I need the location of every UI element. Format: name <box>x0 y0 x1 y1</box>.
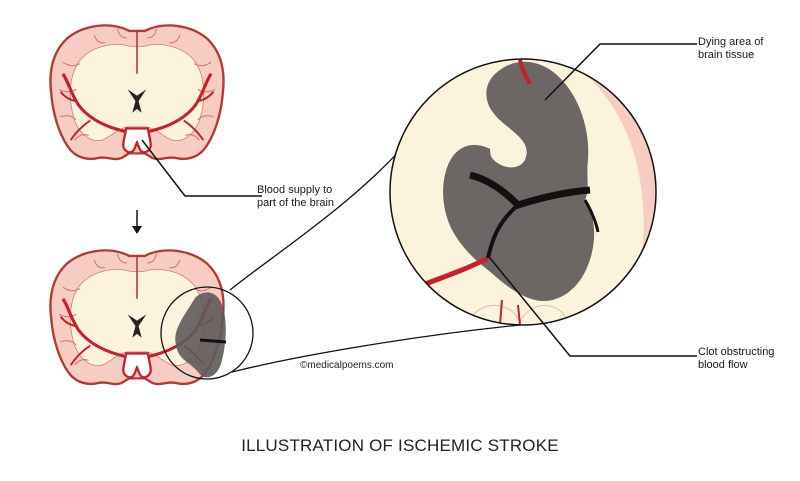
small-dying-area <box>175 292 227 378</box>
label-blood-supply: Blood supply to part of the brain <box>257 184 335 209</box>
diagram-title: ILLUSTRATION OF ISCHEMIC STROKE <box>241 436 559 455</box>
small-zoom-circle <box>160 286 254 380</box>
down-arrow-icon <box>132 210 142 234</box>
leader-dying-area <box>544 43 697 101</box>
label-dying-area: Dying area of brain tissue <box>698 36 764 61</box>
large-zoom-circle <box>389 58 657 326</box>
healthy-brain <box>48 23 226 161</box>
leader-blood-supply <box>141 139 262 197</box>
leader-clot <box>489 257 697 357</box>
copyright-text: ©medicalpoems.com <box>300 360 394 371</box>
label-clot: Clot obstructing blood flow <box>698 346 775 371</box>
zoomed-view <box>390 59 656 325</box>
zoom-connector-bottom <box>231 324 521 373</box>
zoom-connector-top <box>229 129 419 291</box>
